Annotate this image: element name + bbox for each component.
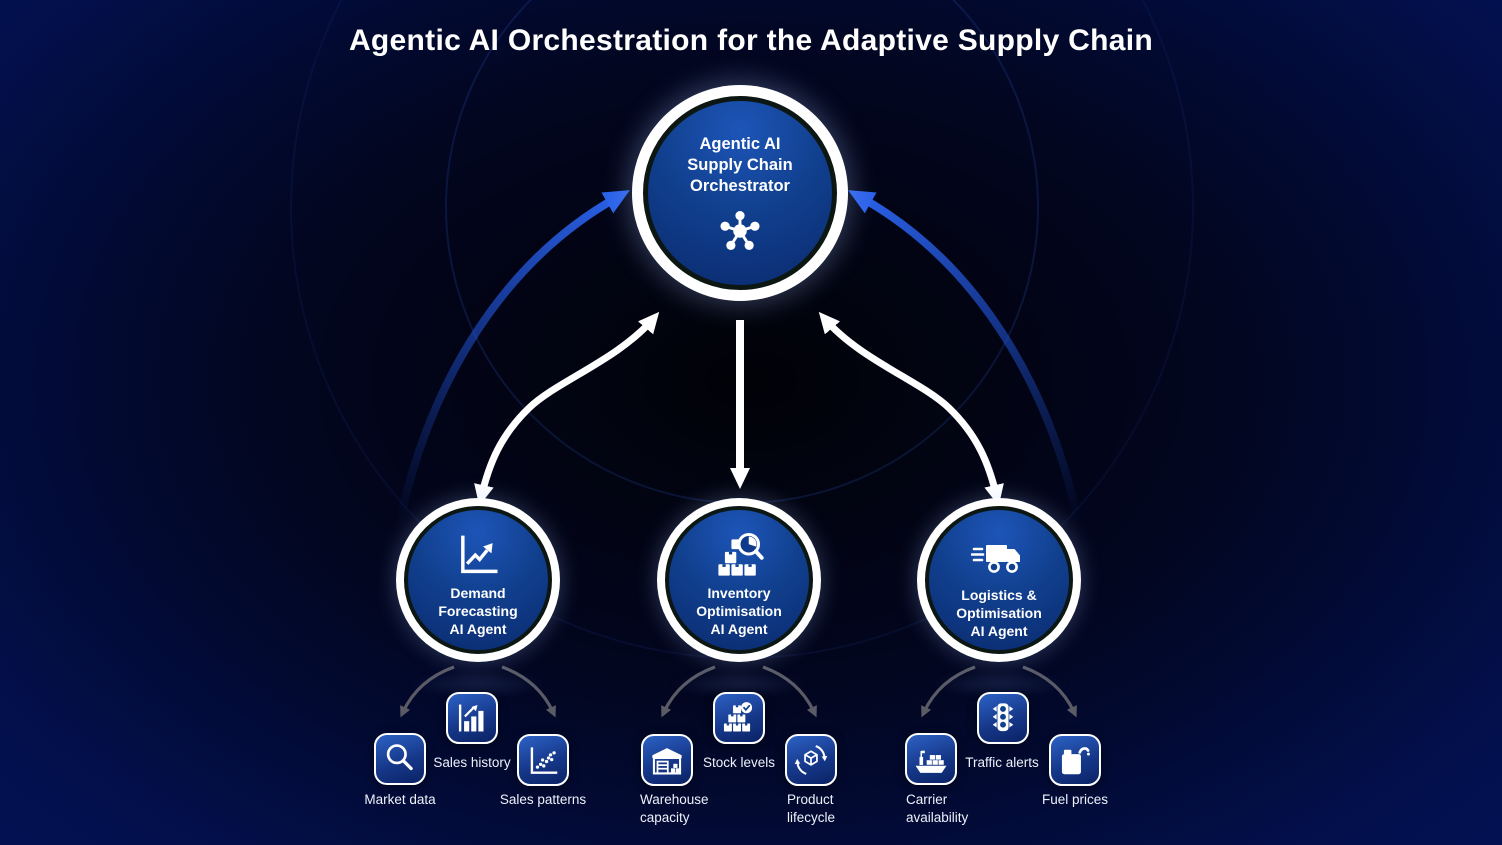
arrow-demand-to-market-data: [400, 665, 455, 718]
box-recycle-icon: [794, 745, 828, 775]
orchestrator-label: Agentic AI Supply Chain Orchestrator: [687, 135, 793, 196]
fuel-can-icon: [1061, 747, 1090, 775]
warehouse-icon: [652, 748, 682, 775]
input-tile-warehouse-capacity: [641, 734, 693, 786]
trend-line-chart-icon: [461, 535, 498, 574]
orchestrator-node-face: Agentic AI Supply Chain Orchestrator: [643, 96, 837, 290]
input-tile-sales-history: [446, 692, 498, 744]
scatter-plot-icon: [530, 747, 558, 774]
arrow-orchestrator-logistics-bidirectional: [818, 311, 1004, 506]
tile-label-product-lifecycle: Product lifecycle: [787, 792, 836, 825]
arrow-demand-to-orchestrator: [396, 190, 630, 523]
input-tile-traffic-alerts: [977, 692, 1029, 744]
network-hub-icon: [720, 211, 760, 251]
arrow-logistics-to-carrier: [921, 665, 976, 718]
arrow-inventory-to-warehouse: [661, 665, 716, 718]
agent-node-face: Demand Forecasting AI Agent: [404, 506, 552, 654]
bar-chart-growth-icon: [458, 704, 484, 732]
tile-label-sales-patterns: Sales patterns: [499, 792, 587, 807]
input-tile-carrier-availability: [905, 733, 957, 785]
arrow-inventory-to-lifecycle: [762, 665, 817, 718]
input-tile-sales-patterns: [517, 734, 569, 786]
tile-label-sales-history: Sales history: [433, 755, 511, 770]
agent-node-demand-forecasting: Demand Forecasting AI Agent: [396, 498, 560, 662]
input-tile-market-data: [374, 733, 426, 785]
traffic-light-icon: [992, 703, 1014, 732]
agent-node-logistics-optimisation: Logistics & Optimisation AI Agent: [917, 498, 1081, 662]
orchestrator-node: Agentic AI Supply Chain Orchestrator: [632, 85, 848, 301]
tile-label-market-data: Market data: [364, 792, 436, 807]
diagram-title: Agentic AI Orchestration for the Adaptiv…: [348, 24, 1154, 57]
agent-node-face: Logistics & Optimisation AI Agent: [925, 506, 1073, 654]
arrow-logistics-to-orchestrator: [848, 190, 1082, 523]
agent-label: Demand Forecasting AI Agent: [438, 585, 518, 637]
agent-node-inventory-optimisation: Inventory Optimisation AI Agent: [657, 498, 821, 662]
agent-node-face: Inventory Optimisation AI Agent: [665, 506, 813, 654]
tile-label-traffic-alerts: Traffic alerts: [965, 755, 1039, 770]
agent-label: Logistics & Optimisation AI Agent: [956, 587, 1042, 639]
arrow-demand-to-sales-patterns: [501, 665, 556, 718]
arrow-logistics-to-fuel: [1022, 665, 1077, 718]
arrow-orchestrator-demand-bidirectional: [474, 311, 660, 506]
boxes-magnifier-icon: [718, 532, 764, 576]
delivery-truck-icon: [971, 545, 1020, 573]
cargo-ship-icon: [915, 750, 947, 773]
tile-label-stock-levels: Stock levels: [702, 755, 776, 770]
input-tile-fuel-prices: [1049, 734, 1101, 786]
tile-label-warehouse-capacity: Warehouse capacity: [640, 792, 709, 825]
stacked-boxes-check-icon: [723, 702, 753, 732]
magnifier-icon: [386, 744, 413, 771]
tile-label-carrier-availability: Carrier availability: [906, 792, 969, 825]
input-tile-product-lifecycle: [785, 734, 837, 786]
agent-label: Inventory Optimisation AI Agent: [696, 585, 782, 637]
tile-label-fuel-prices: Fuel prices: [1041, 792, 1109, 807]
input-tile-stock-levels: [713, 692, 765, 744]
